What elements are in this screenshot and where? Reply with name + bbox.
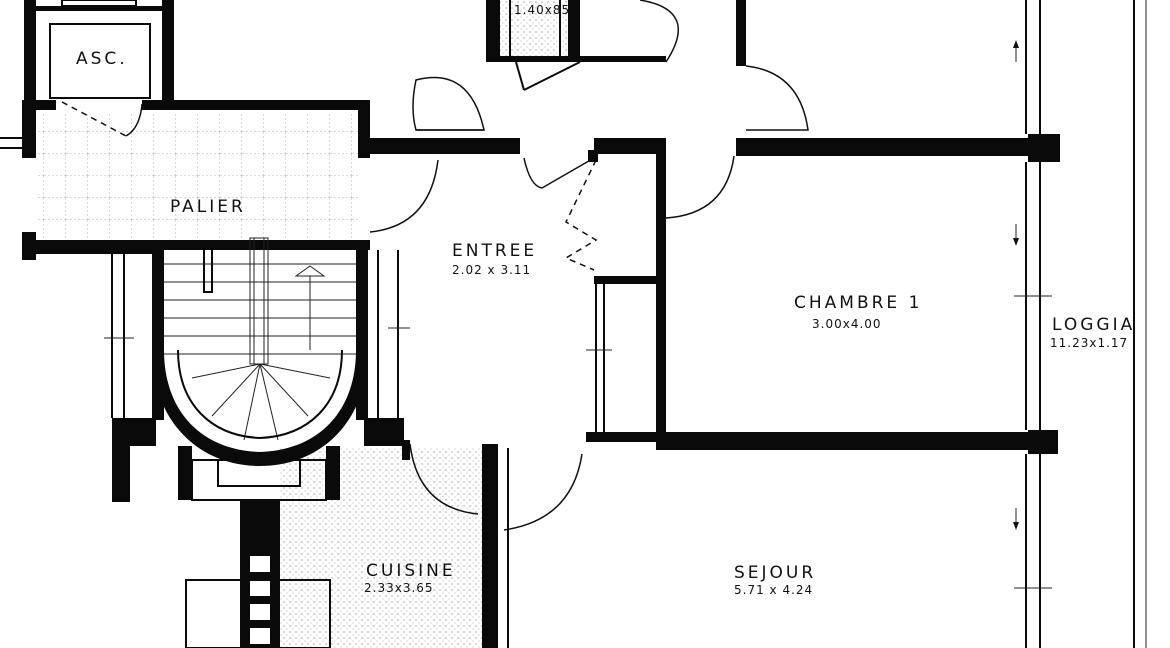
sejour-label: SEJOUR — [734, 563, 816, 583]
door-swing-sejour — [503, 453, 583, 531]
loggia-label: LOGGIA — [1052, 315, 1135, 335]
lower-cabinet — [185, 579, 331, 648]
door-swing-top-right — [745, 65, 809, 131]
stair-curved-wall — [152, 350, 368, 466]
door-swing-palier — [369, 159, 439, 233]
wall-palier-right — [358, 100, 370, 158]
wc-floor — [500, 0, 568, 56]
chambre1-label: CHAMBRE 1 — [794, 293, 922, 313]
closet-door-dashes — [564, 159, 598, 271]
window-left — [104, 254, 134, 418]
elevator-door-swing — [61, 101, 127, 137]
entree-label: ENTREE — [452, 241, 537, 261]
wall-palier-top — [36, 100, 56, 110]
palier-label: PALIER — [170, 197, 246, 217]
door-swing-entree-chambre — [665, 155, 735, 219]
sliding-arrows — [1013, 40, 1019, 530]
wc-dims: 1.40x85 — [514, 3, 570, 17]
loggia-dims: 11.23x1.17 — [1050, 336, 1128, 350]
entree-dims: 2.02 x 3.11 — [452, 263, 531, 277]
chambre1-dims: 3.00x4.00 — [812, 317, 882, 331]
wall-chambre-sejour — [656, 432, 1030, 450]
wall-cuisine-right — [482, 444, 498, 648]
wall-wc-left — [486, 0, 500, 62]
door-swing-top-left — [412, 76, 485, 131]
shaft-right — [377, 250, 410, 418]
wall-corridor-top — [370, 138, 520, 154]
stair-steps — [164, 263, 356, 441]
wall-palier-top-2 — [142, 100, 370, 110]
sejour-dims: 5.71 x 4.24 — [734, 583, 813, 597]
door-swing-cuisine — [409, 443, 479, 515]
closet-wall-right — [656, 150, 666, 440]
cuisine-label: CUISINE — [366, 561, 456, 581]
cuisine-tiled-floor — [280, 448, 488, 648]
cuisine-dims: 2.33x3.65 — [364, 581, 434, 595]
wall-left-upper — [22, 100, 36, 158]
elevator-shaft — [24, 0, 174, 100]
palier-tiled-floor — [36, 112, 358, 240]
loggia-facade — [1014, 0, 1147, 648]
asc-label: ASC. — [76, 49, 128, 69]
stair-up-arrow — [294, 265, 326, 277]
wc-door-swing — [639, 0, 680, 63]
